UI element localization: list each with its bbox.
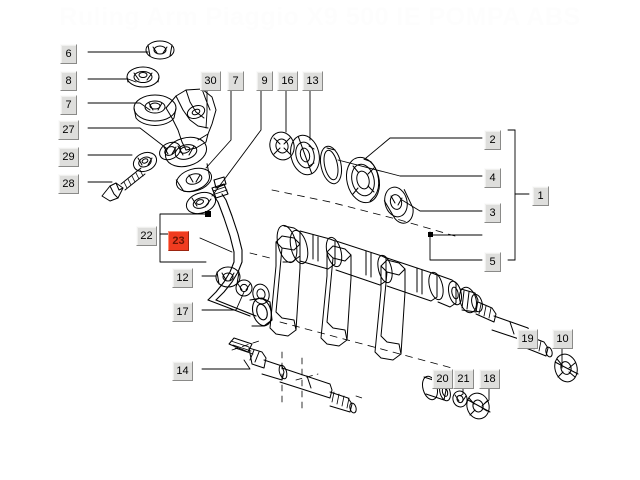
part-16-seal xyxy=(269,131,295,161)
part-30-steering-arm xyxy=(165,88,217,151)
part-7-bushing-upper xyxy=(133,94,177,126)
leader-lines-right xyxy=(337,137,530,261)
leader-lines-22-23 xyxy=(159,213,233,263)
part-callout-22[interactable]: 22 xyxy=(136,226,157,246)
part-callout-6[interactable]: 6 xyxy=(60,44,77,64)
part-callout-27[interactable]: 27 xyxy=(58,120,79,140)
part-callout-28[interactable]: 28 xyxy=(58,174,79,194)
part-callout-14[interactable]: 14 xyxy=(172,361,193,381)
part-28-bolt xyxy=(101,167,146,202)
part-callout-1[interactable]: 1 xyxy=(532,186,549,206)
part-callout-7[interactable]: 7 xyxy=(60,95,77,115)
part-callout-29[interactable]: 29 xyxy=(58,147,79,167)
part-12-nut xyxy=(215,266,241,288)
part-5-joint xyxy=(459,286,483,314)
part-6-nut xyxy=(145,40,175,60)
part-callout-13[interactable]: 13 xyxy=(302,71,323,91)
leader-line-14 xyxy=(201,359,251,370)
part-callout-18[interactable]: 18 xyxy=(479,369,500,389)
part-callout-19[interactable]: 19 xyxy=(517,329,538,349)
part-30-pivot-eye xyxy=(164,136,208,168)
part-snap-ring xyxy=(319,145,343,185)
part-callout-17[interactable]: 17 xyxy=(172,302,193,322)
part-callout-9[interactable]: 9 xyxy=(256,71,273,91)
part-callout-23-selected[interactable]: 23 xyxy=(168,231,189,251)
part-21-washer xyxy=(452,390,468,408)
part-18-nut xyxy=(466,392,491,420)
anchor-square-5 xyxy=(428,232,433,237)
group-bracket-1 xyxy=(507,129,516,261)
part-7-bushing-lower xyxy=(175,163,213,193)
part-callout-30[interactable]: 30 xyxy=(200,71,221,91)
part-17-washer xyxy=(235,279,253,297)
part-2-ball-bearing xyxy=(346,156,380,204)
part-14-tie-rod xyxy=(228,337,357,414)
part-callout-8[interactable]: 8 xyxy=(60,71,77,91)
leader-lines-top-middle xyxy=(205,89,311,197)
part-callout-5[interactable]: 5 xyxy=(484,252,501,272)
part-callout-7[interactable]: 7 xyxy=(227,71,244,91)
part-3-bushing xyxy=(383,186,414,224)
part-callout-2[interactable]: 2 xyxy=(484,130,501,150)
part-29-washer xyxy=(132,151,158,173)
anchor-square-22 xyxy=(205,211,211,217)
part-27-washer xyxy=(159,141,181,161)
hidden-lines xyxy=(249,189,456,369)
part-13-bearing-race xyxy=(290,134,320,176)
part-callout-16[interactable]: 16 xyxy=(277,71,298,91)
part-callout-20[interactable]: 20 xyxy=(432,369,453,389)
part-callout-12[interactable]: 12 xyxy=(172,268,193,288)
part-callout-10[interactable]: 10 xyxy=(552,329,573,349)
part-8-washer xyxy=(126,66,160,88)
part-callout-4[interactable]: 4 xyxy=(484,168,501,188)
leader-lines-left xyxy=(87,51,167,183)
part-callout-3[interactable]: 3 xyxy=(484,203,501,223)
part-bushing-small xyxy=(252,283,270,305)
hidden-lines-tie-rod xyxy=(231,339,363,411)
leader-lines-12-17 xyxy=(201,275,245,311)
part-callout-21[interactable]: 21 xyxy=(453,369,474,389)
